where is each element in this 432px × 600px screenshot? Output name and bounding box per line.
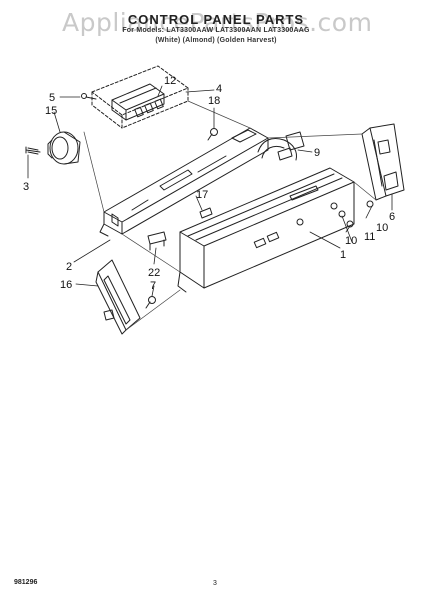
- switch-assembly: [81, 65, 189, 129]
- watermark: AppliancePartsPros.com: [62, 8, 373, 37]
- wire-harness: [257, 131, 305, 161]
- page-number: 3: [213, 580, 217, 587]
- left-end-cap: [95, 259, 141, 335]
- callout-11: 11: [364, 231, 375, 243]
- callout-1: 1: [340, 249, 346, 261]
- callout-9: 9: [314, 147, 320, 159]
- timer-knob: [25, 131, 81, 165]
- callout-16: 16: [60, 279, 72, 291]
- callout-7: 7: [150, 280, 156, 292]
- callout-15: 15: [45, 105, 57, 117]
- callout-10-right: 10: [376, 222, 388, 234]
- callout-17: 17: [196, 189, 208, 201]
- callout-2: 2: [66, 261, 72, 273]
- model-numbers: For Models: LAT3300AAW LAT3300AAN LAT330…: [122, 27, 310, 34]
- callout-6: 6: [389, 211, 395, 223]
- callout-10-left: 10: [345, 235, 357, 247]
- callout-22: 22: [148, 267, 160, 279]
- callout-12: 12: [164, 75, 176, 87]
- right-end-cap: [361, 123, 405, 201]
- callouts: 5 15 3 12 4 18 9 6 10 11 10 1 2 16 17 22…: [23, 75, 395, 292]
- callout-3: 3: [23, 181, 29, 193]
- screw-7: [145, 296, 156, 309]
- callout-4: 4: [216, 83, 222, 95]
- console-bracket: [99, 127, 269, 237]
- assembly-lines: [83, 100, 377, 331]
- leader-lines: [27, 85, 393, 297]
- bracket-22: [147, 231, 167, 251]
- callout-5: 5: [49, 92, 55, 104]
- footer-code: 981296: [14, 579, 38, 586]
- model-colors: (White) (Almond) (Golden Harvest): [155, 37, 277, 44]
- screw-18: [207, 128, 218, 141]
- callout-18: 18: [208, 95, 220, 107]
- clip-17: [199, 207, 213, 219]
- diagram-title: CONTROL PANEL PARTS: [127, 12, 305, 27]
